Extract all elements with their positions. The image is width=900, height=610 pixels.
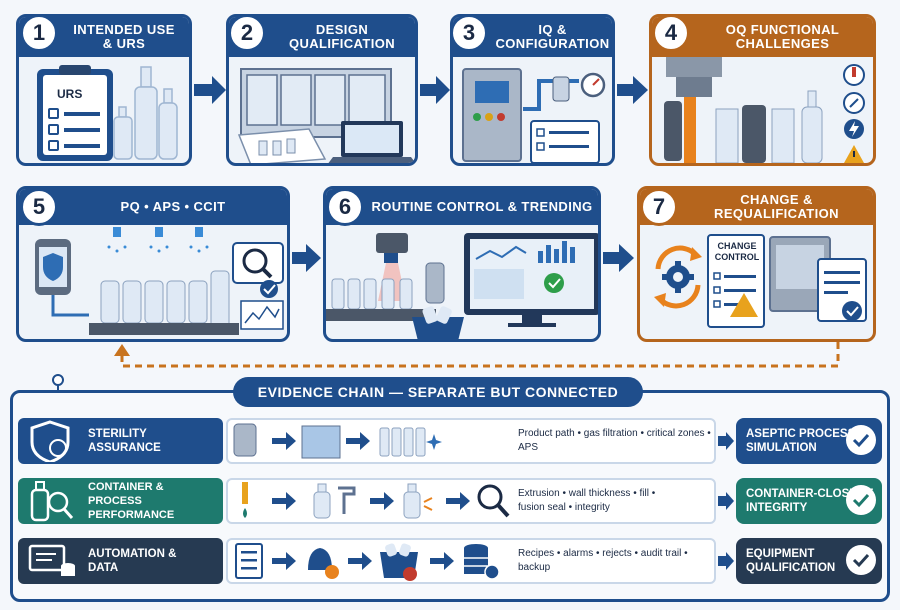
step-5-card: PQ • APS • CCIT: [16, 186, 290, 342]
step-4-number: 4: [652, 14, 690, 52]
container-icons: [242, 482, 510, 519]
step-3-number: 3: [450, 14, 488, 52]
step-7-number: 7: [640, 188, 678, 226]
step-7-header: Change & Requalification: [640, 189, 873, 225]
row-container-strip: Extrusion • wall thickness • fill • fusio…: [226, 478, 716, 524]
machine-icon: [237, 68, 415, 163]
outcome-ccit-line1: Container-Closure: [746, 488, 874, 500]
outcome-aseptic-line1: Aseptic Process: [746, 428, 856, 440]
step-1-card: Intended Use& URS URS: [16, 14, 192, 166]
shield-virus-icon: [30, 420, 70, 462]
step-1-number: 1: [20, 14, 58, 52]
step-3-title-line2: Configuration: [495, 36, 610, 51]
bell-icon: [308, 548, 339, 579]
control-panel-icon: [462, 68, 606, 163]
outcome-ccit-line2: Integrity: [746, 502, 808, 514]
step-7-title: Change & Requalification: [714, 192, 839, 221]
bottle-icon: [113, 66, 178, 160]
step-6-header: Routine Control & Trending: [326, 189, 598, 225]
check-icon: [846, 545, 876, 575]
step-3-title-line1: IQ &: [538, 22, 567, 37]
row-container-text: Extrusion • wall thickness • fill • fusio…: [518, 480, 713, 522]
row-sterility-text-line1: Product path • gas filtration • critical…: [518, 428, 711, 453]
step-7-card: Change & Requalification Change Control: [637, 186, 876, 342]
step-6-title: Routine Control & Trending: [371, 199, 593, 214]
nozzle-icon: [664, 57, 865, 163]
clipboard-icon: [37, 65, 178, 161]
step-5-header: PQ • APS • CCIT: [19, 189, 287, 225]
row-container-line1: Container &: [88, 481, 164, 493]
step-5-number: 5: [20, 188, 58, 226]
check-icon: [846, 485, 876, 515]
row-sterility-text: Product path • gas filtration • critical…: [518, 420, 713, 462]
row-automation-label: Automation & Data: [18, 538, 223, 584]
change-control-line2: Control: [714, 252, 760, 262]
step-2-title-line2: Qualification: [288, 36, 396, 51]
outcome-equipment: EquipmentQualification: [736, 538, 882, 584]
row-sterility-strip: Product path • gas filtration • critical…: [226, 418, 716, 464]
step-4-title-line1: OQ Functional: [725, 22, 840, 37]
change-control-line1: Change: [717, 241, 757, 251]
step-2-number: 2: [228, 14, 266, 52]
row-container-line2: Process Performance: [88, 495, 175, 521]
filter-shield-icon: [35, 227, 284, 335]
row-container-text-line2: fusion seal • integrity: [518, 502, 610, 513]
step-2-title-line1: Design: [315, 22, 369, 37]
step-4-title-line2: Challenges: [735, 36, 830, 51]
row-sterility-line2: Assurance: [88, 442, 161, 454]
checkmark-icon: [842, 301, 862, 321]
row-sterility-line1: Sterility: [88, 428, 147, 440]
sterility-icons: [233, 423, 442, 459]
outcome-aseptic-line2: Simulation: [746, 442, 817, 454]
row-automation-text: Recipes • alarms • rejects • audit trail…: [518, 540, 713, 582]
laptop-icon: [328, 121, 415, 163]
step-6-number: 6: [326, 188, 364, 226]
lightning-icon: [844, 119, 864, 139]
row-container-label: Container & Process Performance: [18, 478, 223, 524]
step-4-header: OQ FunctionalChallenges: [652, 17, 873, 57]
row-automation-line2: Data: [88, 562, 119, 574]
urs-doc-label: URS: [57, 87, 83, 101]
row-container-text-line1: Extrusion • wall thickness • fill •: [518, 488, 656, 499]
bottle-magnifier-icon: [30, 481, 74, 522]
isolator-icon: [769, 236, 831, 312]
step-6-card: Routine Control & Trending: [323, 186, 601, 342]
row-automation-line1: Automation &: [88, 548, 177, 560]
gauge-icon: [580, 72, 606, 98]
warning-icon: [844, 145, 864, 163]
outcome-equipment-line2: Qualification: [746, 562, 836, 574]
camera-icon: [326, 233, 598, 339]
monitor-icon: [464, 233, 598, 327]
evidence-chain-title: Evidence Chain — Separate but Connected: [233, 377, 643, 407]
row-sterility-label: SterilityAssurance: [18, 418, 223, 464]
conveyor-icon: [100, 270, 230, 332]
row-automation-strip: Recipes • alarms • rejects • audit trail…: [226, 538, 716, 584]
outcome-aseptic: Aseptic ProcessSimulation: [736, 418, 882, 464]
check-icon: [846, 425, 876, 455]
step-5-title: PQ • APS • CCIT: [120, 199, 226, 214]
outcome-equipment-line1: Equipment: [746, 548, 815, 560]
computer-database-icon: [28, 544, 75, 576]
outcome-ccit: Container-ClosureIntegrity: [736, 478, 882, 524]
step-1-title-line2: & URS: [102, 36, 146, 51]
gear-cycle-icon: [654, 234, 867, 328]
step-1-title-line1: Intended Use: [73, 22, 175, 37]
magnifier-icon: [232, 242, 284, 284]
thermometer-icon: [843, 64, 865, 86]
automation-icons: [235, 543, 500, 581]
row-automation-text-line1: Recipes • alarms • rejects • audit trail…: [518, 548, 688, 573]
change-control-doc: Change Control: [712, 241, 762, 263]
spray-icon: [107, 227, 209, 253]
reject-bin-icon: [412, 306, 464, 339]
